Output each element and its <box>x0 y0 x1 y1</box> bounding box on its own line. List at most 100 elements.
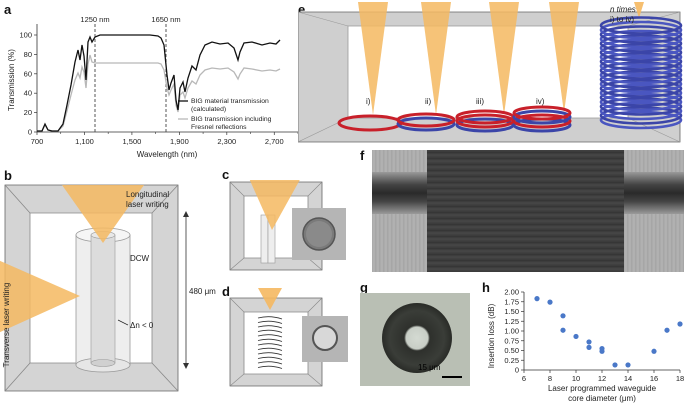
panel-a-xticks: 700 1,100 1,500 1,900 2,300 2,700 <box>31 132 299 146</box>
waveguide-cylinder <box>75 227 131 373</box>
laser-cone <box>258 288 282 310</box>
h-xtick-label: 8 <box>548 374 552 383</box>
scatter-point <box>677 321 683 327</box>
scatter-point <box>560 313 566 319</box>
fresnel-transmission-curve <box>37 54 281 132</box>
panel-a-xlabel: Wavelength (nm) <box>137 150 198 159</box>
h-xtick-label: 6 <box>522 374 526 383</box>
a-ytick-label: 100 <box>19 31 32 40</box>
h-xtick-label: 16 <box>650 374 658 383</box>
legend-material-label: BIG material transmission <box>191 98 269 105</box>
laser-cone-3 <box>489 2 519 115</box>
scatter-point <box>664 327 670 333</box>
n-times-label: n times <box>610 5 636 14</box>
scatter-point <box>586 344 592 350</box>
laser-cone-2 <box>421 2 451 115</box>
a-xtick-label: 1,500 <box>123 137 142 146</box>
laser-cone-1 <box>358 2 388 115</box>
h-xlabel-2: core diameter (μm) <box>568 394 636 403</box>
h-ytick-label: 1.25 <box>504 317 519 326</box>
legend-material-label-2: (calculated) <box>191 106 226 113</box>
core-ring <box>382 303 452 373</box>
scatter-point <box>573 333 579 340</box>
ring-step-iv <box>512 105 572 133</box>
scale-bar <box>442 376 462 378</box>
waveguide-core <box>260 214 269 264</box>
a-ytick-label: 40 <box>24 89 32 98</box>
h-ytick-label: 0.25 <box>504 356 519 365</box>
panel-a-ylabel: Transmission (%) <box>7 49 16 111</box>
panel-label-f: f <box>360 148 365 163</box>
laser-cone <box>249 180 300 230</box>
panel-e-diagram: i) ii) iii) iv) n times i) to iv) <box>298 2 683 143</box>
material-transmission-curve <box>37 34 281 132</box>
h-xtick-label: 18 <box>676 374 684 383</box>
longitudinal-label-1: Longitudinal <box>126 190 169 199</box>
dcw-label: DCW <box>130 254 150 263</box>
panel-c-diagram <box>229 180 346 271</box>
a-ytick-label: 60 <box>24 69 32 78</box>
transverse-label: Transverse laser writing <box>2 283 11 368</box>
n-times-steps-label: i) to iv) <box>610 15 634 24</box>
scatter-point <box>586 339 592 345</box>
h-ytick-label: 1.00 <box>504 327 519 336</box>
scatter-point <box>651 348 657 354</box>
panel-a-yticks: 0 20 40 60 80 100 <box>19 31 37 137</box>
scatter-point <box>612 362 618 368</box>
h-ytick-label: 1.75 <box>504 297 519 306</box>
a-ytick-label: 0 <box>28 128 32 137</box>
transverse-laser-cone <box>0 260 80 333</box>
h-xtick-label: 10 <box>572 374 580 383</box>
panel-b-diagram: Longitudinal laser writing DCW Δn < 0 48… <box>0 184 216 392</box>
panel-label-d: d <box>222 284 230 299</box>
stacked-ring-coil <box>599 16 683 130</box>
waveguide-endface-micrograph: 15 μm <box>360 293 470 386</box>
a-ytick-label: 20 <box>24 108 32 117</box>
scatter-point <box>560 327 566 333</box>
a-xtick-label: 2,700 <box>265 137 284 146</box>
panel-label-h: h <box>482 280 490 295</box>
panel-a-legend: BIG material transmission (calculated) B… <box>178 98 272 131</box>
written-waveguide-region <box>427 150 624 272</box>
size-label: 480 μm <box>189 287 216 296</box>
h-xtick-label: 12 <box>598 374 606 383</box>
longitudinal-label-2: laser writing <box>126 200 169 209</box>
scatter-point <box>547 299 553 305</box>
h-yticks: 00.250.500.751.001.251.501.752.00 <box>504 288 524 375</box>
step-label-iv: iv) <box>536 97 545 106</box>
a-ytick-label: 80 <box>24 50 32 59</box>
helix-waveguide <box>257 316 283 369</box>
panel-label-c: c <box>222 167 230 182</box>
h-ytick-label: 0.50 <box>504 346 519 355</box>
fiber-left <box>372 172 427 214</box>
h-ytick-label: 0.75 <box>504 336 519 345</box>
a-xtick-label: 2,300 <box>217 137 236 146</box>
a-xtick-label: 1,100 <box>75 137 94 146</box>
delta-n-label: Δn < 0 <box>130 321 154 330</box>
scatter-point <box>625 362 631 368</box>
step-label-ii: ii) <box>425 97 432 106</box>
panel-label-a: a <box>4 2 12 17</box>
marker-1650-label: 1650 nm <box>151 15 180 24</box>
longitudinal-laser-cone <box>62 185 144 243</box>
a-xtick-label: 700 <box>31 137 44 146</box>
scale-bar-label: 15 μm <box>418 363 441 372</box>
h-points <box>534 296 683 368</box>
panel-label-g: g <box>360 280 368 295</box>
a-xtick-label: 1,900 <box>170 137 189 146</box>
legend-fresnel-label: BIG transmission including <box>191 116 272 123</box>
scatter-point <box>534 296 540 302</box>
insertion-loss-chart: Insertion loss (dB) 00.250.500.751.001.2… <box>487 288 684 404</box>
step-label-iii: iii) <box>476 97 484 106</box>
h-ytick-label: 0 <box>515 366 519 375</box>
laser-cone-5 <box>634 2 644 18</box>
panel-label-b: b <box>4 168 12 183</box>
h-ytick-label: 2.00 <box>504 288 519 297</box>
step-label-i: i) <box>366 97 371 106</box>
transmission-chart: Transmission (%) 0 20 40 60 80 100 700 1,100 1,… <box>7 15 299 159</box>
waveguide-micrograph <box>372 150 684 272</box>
panel-d-diagram <box>229 288 348 387</box>
marker-1250-label: 1250 nm <box>80 15 109 24</box>
h-ytick-label: 1.50 <box>504 307 519 316</box>
